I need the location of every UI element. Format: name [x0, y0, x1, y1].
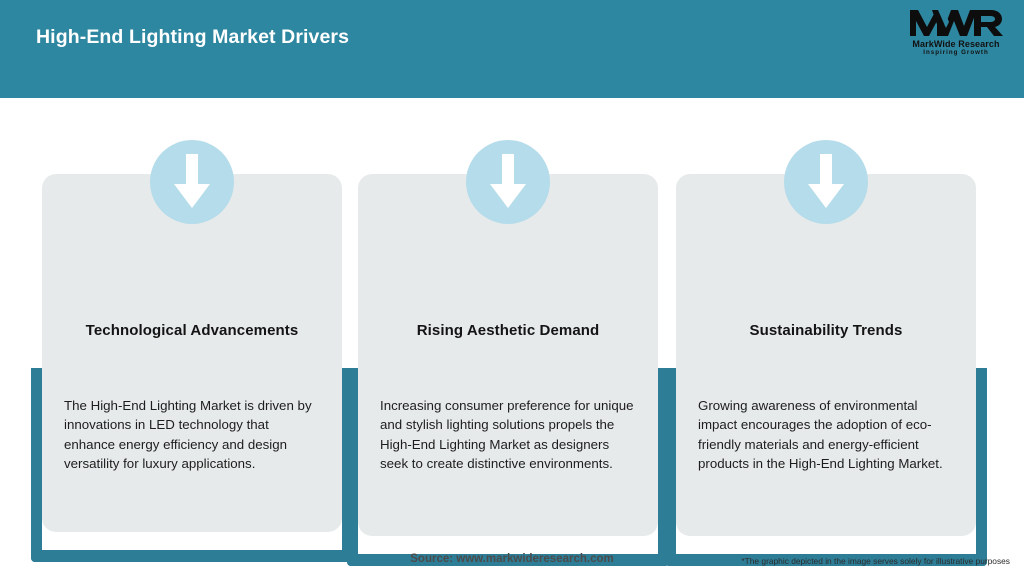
card-title: Sustainability Trends: [749, 322, 903, 339]
disclaimer-note: *The graphic depicted in the image serve…: [741, 556, 1010, 566]
mwr-monogram-icon: [910, 10, 1003, 36]
card-panel: Sustainability Trends Growing awareness …: [676, 174, 976, 536]
card-accent-bracket: [665, 368, 987, 566]
card-accent-bracket: [347, 368, 669, 566]
page-title: High-End Lighting Market Drivers: [36, 26, 350, 48]
source-label: Source: www.markwideresearch.com: [410, 553, 614, 565]
down-arrow-icon: [784, 140, 868, 224]
driver-card-3: Sustainability Trends Growing awareness …: [665, 98, 987, 576]
brand-logo: MarkWide Research Inspiring Growth: [902, 8, 1010, 60]
card-body-text: Increasing consumer preference for uniqu…: [380, 398, 634, 471]
card-panel: Rising Aesthetic Demand Increasing consu…: [358, 174, 658, 536]
driver-card-1: Technological Advancements The High-End …: [31, 98, 353, 576]
card-title: Technological Advancements: [85, 322, 299, 339]
drivers-card-row: Technological Advancements The High-End …: [0, 98, 1024, 576]
down-arrow-icon: [466, 140, 550, 224]
logo-company-name: MarkWide Research: [912, 39, 1000, 49]
header-band: High-End Lighting Market Drivers MarkWid…: [0, 0, 1024, 98]
card-panel: Technological Advancements The High-End …: [42, 174, 342, 532]
card-title: Rising Aesthetic Demand: [416, 322, 600, 339]
logo-tagline: Inspiring Growth: [923, 49, 989, 56]
driver-card-2: Rising Aesthetic Demand Increasing consu…: [347, 98, 669, 576]
card-body-text: The High-End Lighting Market is driven b…: [64, 398, 312, 471]
down-arrow-icon: [150, 140, 234, 224]
card-body-text: Growing awareness of environmental impac…: [698, 398, 943, 471]
